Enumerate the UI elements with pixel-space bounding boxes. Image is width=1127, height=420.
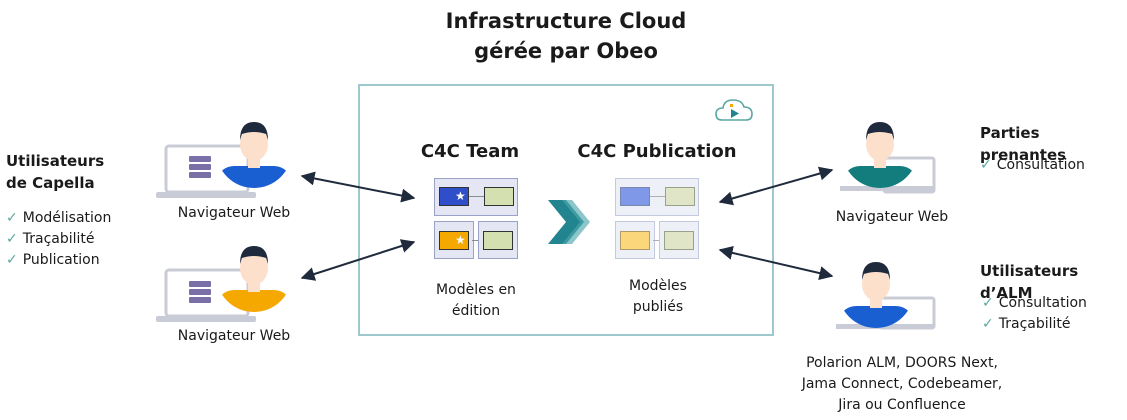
- team-model-card-top: ★: [434, 178, 518, 216]
- team-caption-line2: édition: [451, 303, 501, 319]
- team-model-block-orange: [439, 231, 469, 250]
- publication-model-block-blue: [620, 187, 650, 206]
- alm-users-heading: Utilisateurs d’ALM: [980, 262, 1079, 302]
- diagram-title-line1: Infrastructure Cloud: [445, 9, 687, 33]
- team-model-block-blue: [439, 187, 469, 206]
- cloud-infrastructure-box: [358, 84, 774, 336]
- star-icon: ★: [455, 233, 466, 247]
- check-icon: ✓: [980, 157, 992, 173]
- browser-label-top-right: Navigateur Web: [835, 209, 949, 225]
- user-icon: [216, 246, 292, 312]
- capella-users-heading-line2: de Capella: [6, 174, 95, 192]
- team-model-card-bottom-left: ★: [434, 221, 474, 259]
- check-icon: ✓: [6, 231, 18, 247]
- star-icon: ★: [455, 189, 466, 203]
- check-icon: ✓: [982, 295, 994, 311]
- capella-users-heading-line1: Utilisateurs: [6, 152, 105, 170]
- c4c-team-title: C4C Team: [420, 141, 520, 162]
- publication-model-block-green: [664, 231, 694, 250]
- publication-model-block-green: [665, 187, 695, 206]
- alm-users-item: ✓Traçabilité: [982, 316, 1071, 332]
- check-icon: ✓: [6, 210, 18, 226]
- connector-line: [472, 240, 482, 241]
- alm-tools-line1: Polarion ALM, DOORS Next,: [806, 355, 998, 371]
- check-icon: ✓: [982, 316, 994, 332]
- check-icon: ✓: [6, 252, 18, 268]
- capella-users-item: ✓Publication: [6, 252, 100, 268]
- team-model-block-green: [483, 231, 513, 250]
- capella-users-item: ✓Modélisation: [6, 210, 112, 226]
- arrow-top-left: [300, 171, 416, 203]
- publication-caption-line1: Modèles: [629, 278, 687, 294]
- diagram-title-line2: gérée par Obeo: [474, 39, 658, 63]
- publication-model-card-bottom-right: [659, 221, 699, 259]
- publication-model-card-bottom-left: [615, 221, 655, 259]
- stakeholders-item: ✓Consultation: [980, 157, 1085, 173]
- user-icon: [216, 122, 292, 188]
- connector-line: [653, 240, 663, 241]
- capella-users-item: ✓Traçabilité: [6, 231, 95, 247]
- chevron-right-icon: [548, 200, 590, 244]
- arrow-bottom-right: [718, 246, 834, 280]
- alm-tools-line3: Jira ou Confluence: [838, 397, 966, 413]
- stakeholders-heading: Parties prenantes: [980, 124, 1067, 164]
- team-caption-line1: Modèles en: [436, 282, 516, 298]
- laptop-icon: [156, 144, 256, 198]
- alm-users-item: ✓Consultation: [982, 295, 1087, 311]
- browser-label-bottom-left: Navigateur Web: [177, 328, 291, 344]
- publication-model-block-yellow: [620, 231, 650, 250]
- team-model-block-green: [484, 187, 514, 206]
- connector-line: [650, 196, 665, 197]
- arrow-top-right: [718, 166, 834, 206]
- publication-model-card-top: [615, 178, 699, 216]
- connector-line: [469, 196, 484, 197]
- c4c-publication-title: C4C Publication: [577, 141, 737, 162]
- user-icon: [842, 122, 918, 188]
- user-icon: [838, 262, 914, 328]
- team-model-card-bottom-right: [478, 221, 518, 259]
- publication-caption-line2: publiés: [632, 299, 684, 315]
- alm-tools-line2: Jama Connect, Codebeamer,: [801, 376, 1003, 392]
- browser-label-top-left: Navigateur Web: [177, 205, 291, 221]
- arrow-bottom-left: [300, 239, 416, 281]
